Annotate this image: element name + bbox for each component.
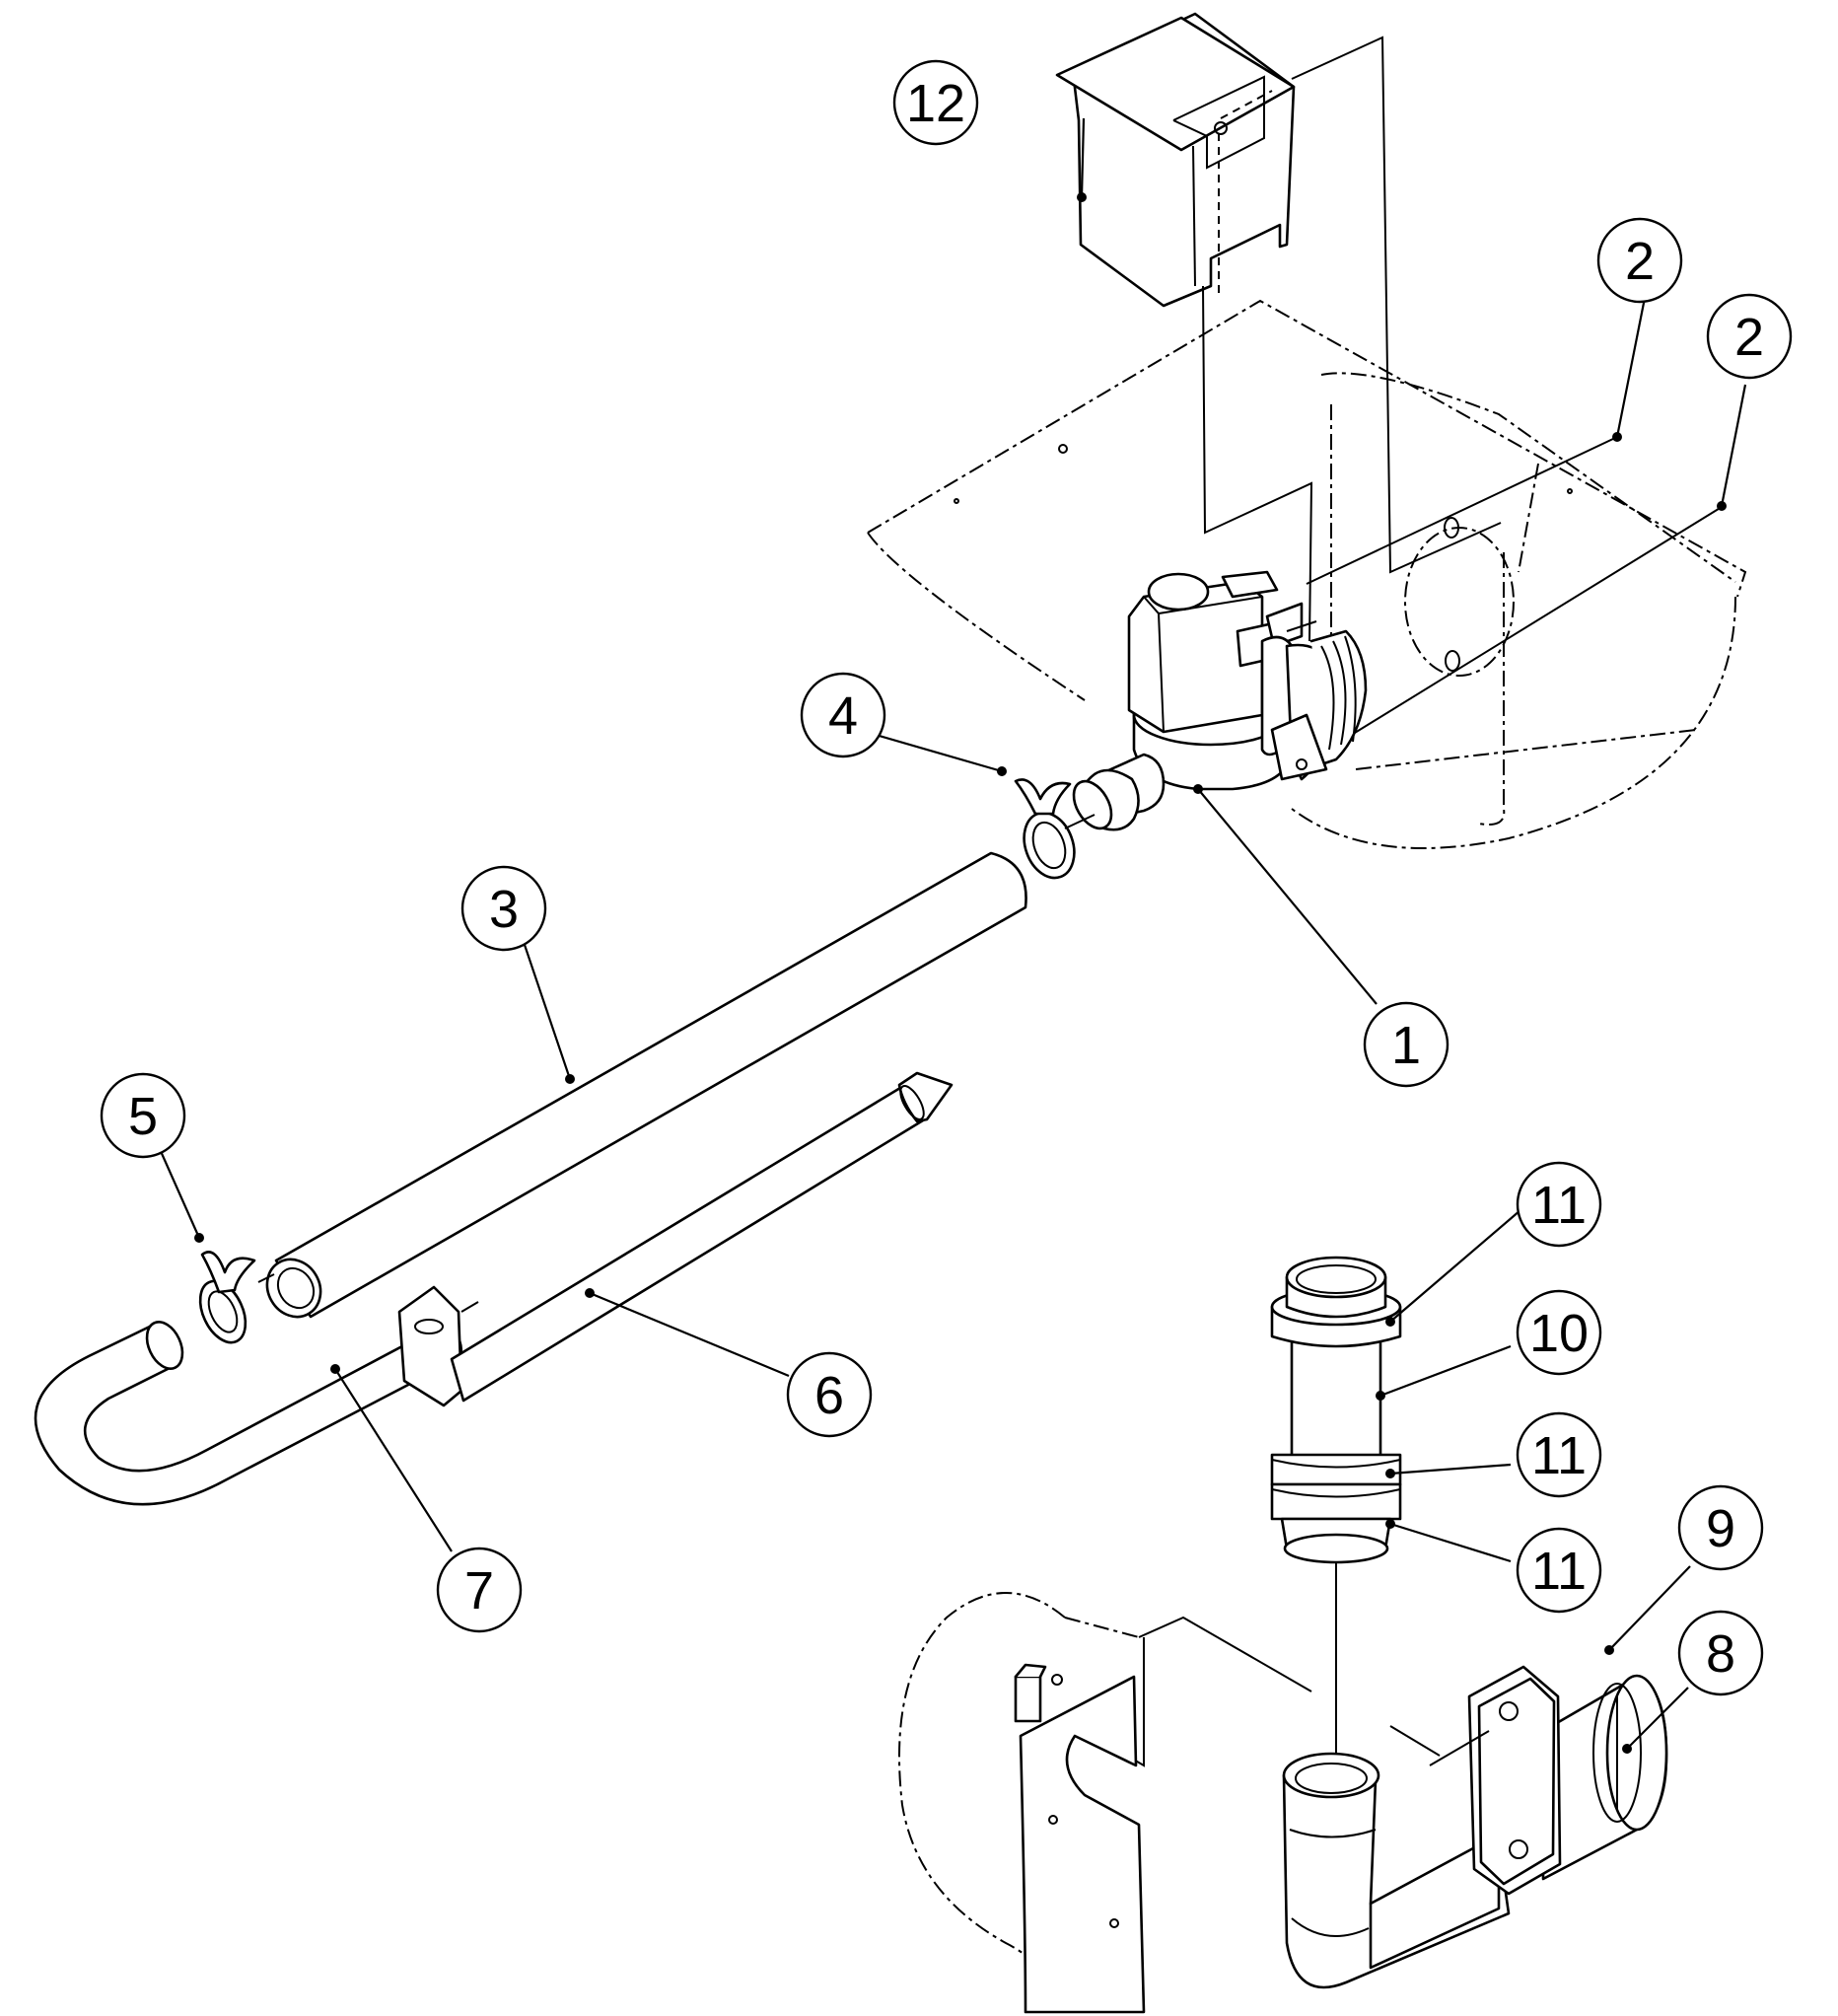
- part-4-clamp: [1014, 778, 1096, 880]
- callout-3-label: 3: [489, 880, 519, 939]
- callout-4-label: 4: [828, 686, 858, 746]
- part-9-flange: [1429, 1665, 1562, 1896]
- part-6-rod: [450, 1071, 954, 1403]
- callout-11-middle-label: 11: [1531, 1426, 1587, 1485]
- part-7-u-tube: [34, 1285, 479, 1506]
- assembly-lines: [1202, 36, 1723, 760]
- part-10-pipe: [1270, 1256, 1402, 1775]
- callout-10: 10: [1516, 1289, 1602, 1376]
- callout-3: 3: [460, 865, 547, 952]
- callout-11-bottom: 11: [1516, 1527, 1602, 1614]
- callout-7-label: 7: [464, 1561, 494, 1620]
- callout-11-middle: 11: [1516, 1411, 1602, 1498]
- callout-6: 6: [786, 1351, 873, 1438]
- callout-5: 5: [100, 1072, 186, 1159]
- callout-1-label: 1: [1391, 1016, 1421, 1075]
- part-1-solenoid-valve: [1072, 570, 1368, 831]
- callout-2-upper: 2: [1596, 217, 1683, 304]
- callout-9: 9: [1677, 1484, 1764, 1571]
- part-3-hose: [265, 851, 1027, 1319]
- part-5-clamp: [198, 1251, 275, 1344]
- callout-8-label: 8: [1706, 1624, 1735, 1684]
- part-12-cover: [1055, 12, 1296, 308]
- callout-12-label: 12: [906, 74, 965, 133]
- callout-8: 8: [1677, 1610, 1764, 1696]
- callout-12: 12: [892, 59, 979, 146]
- part-8-elbow: [1282, 1674, 1668, 1989]
- callout-9-label: 9: [1706, 1499, 1735, 1558]
- callout-leaders: [158, 117, 1747, 1754]
- callout-11-top-label: 11: [1531, 1176, 1587, 1235]
- callout-11-bottom-label: 11: [1531, 1542, 1587, 1601]
- callout-2-lower-label: 2: [1734, 308, 1764, 367]
- callout-2-lower: 2: [1706, 293, 1793, 380]
- callout-1: 1: [1363, 1001, 1449, 1088]
- callout-2-upper-label: 2: [1625, 232, 1655, 291]
- callout-7: 7: [436, 1547, 523, 1633]
- callout-5-label: 5: [128, 1087, 158, 1146]
- callout-11-top: 11: [1516, 1161, 1602, 1248]
- callout-6-label: 6: [814, 1366, 844, 1425]
- lower-panel-outline: [898, 1592, 1441, 2014]
- callout-10-label: 10: [1529, 1304, 1589, 1363]
- callout-4: 4: [800, 672, 886, 758]
